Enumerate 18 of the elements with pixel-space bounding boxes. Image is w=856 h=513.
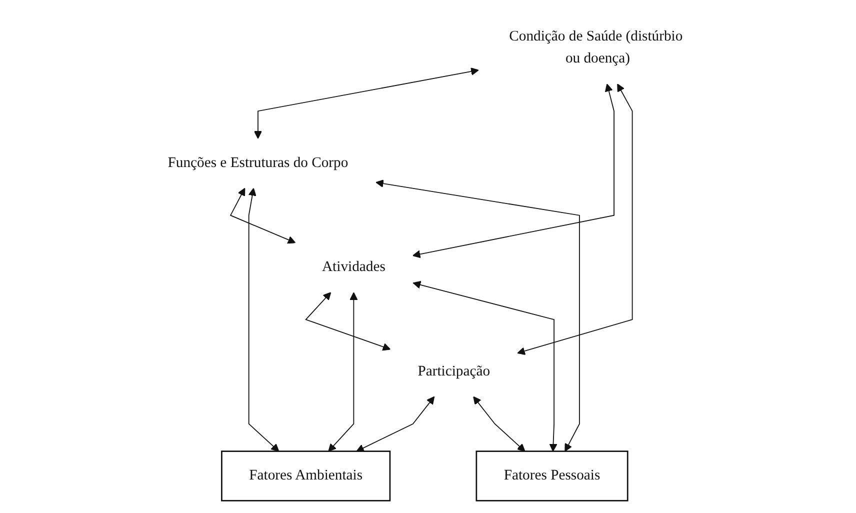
diagram: Condição de Saúde (distúrbio ou doença) Funções e Estruturas do Corpo Atividades Participação Fatores Ambientais Fatores Pessoais [132, 5, 724, 508]
arrow [356, 396, 434, 452]
node-text: Participação [417, 363, 490, 380]
node-box [220, 450, 390, 502]
arrow [248, 188, 279, 452]
arrow [253, 68, 478, 139]
arrow [472, 396, 525, 452]
arrow [412, 280, 557, 452]
arrow [229, 188, 296, 244]
node-text: Funções e Estruturas do Corpo [167, 154, 348, 171]
arrow [304, 292, 390, 351]
arrow [375, 180, 580, 452]
arrow [412, 84, 614, 258]
node-box [475, 450, 628, 502]
arrow [516, 84, 632, 355]
node-text: Atividades [322, 259, 385, 275]
node-text: Condição de Saúde (distúrbio ou doença) [508, 28, 682, 66]
arrow [328, 292, 358, 452]
